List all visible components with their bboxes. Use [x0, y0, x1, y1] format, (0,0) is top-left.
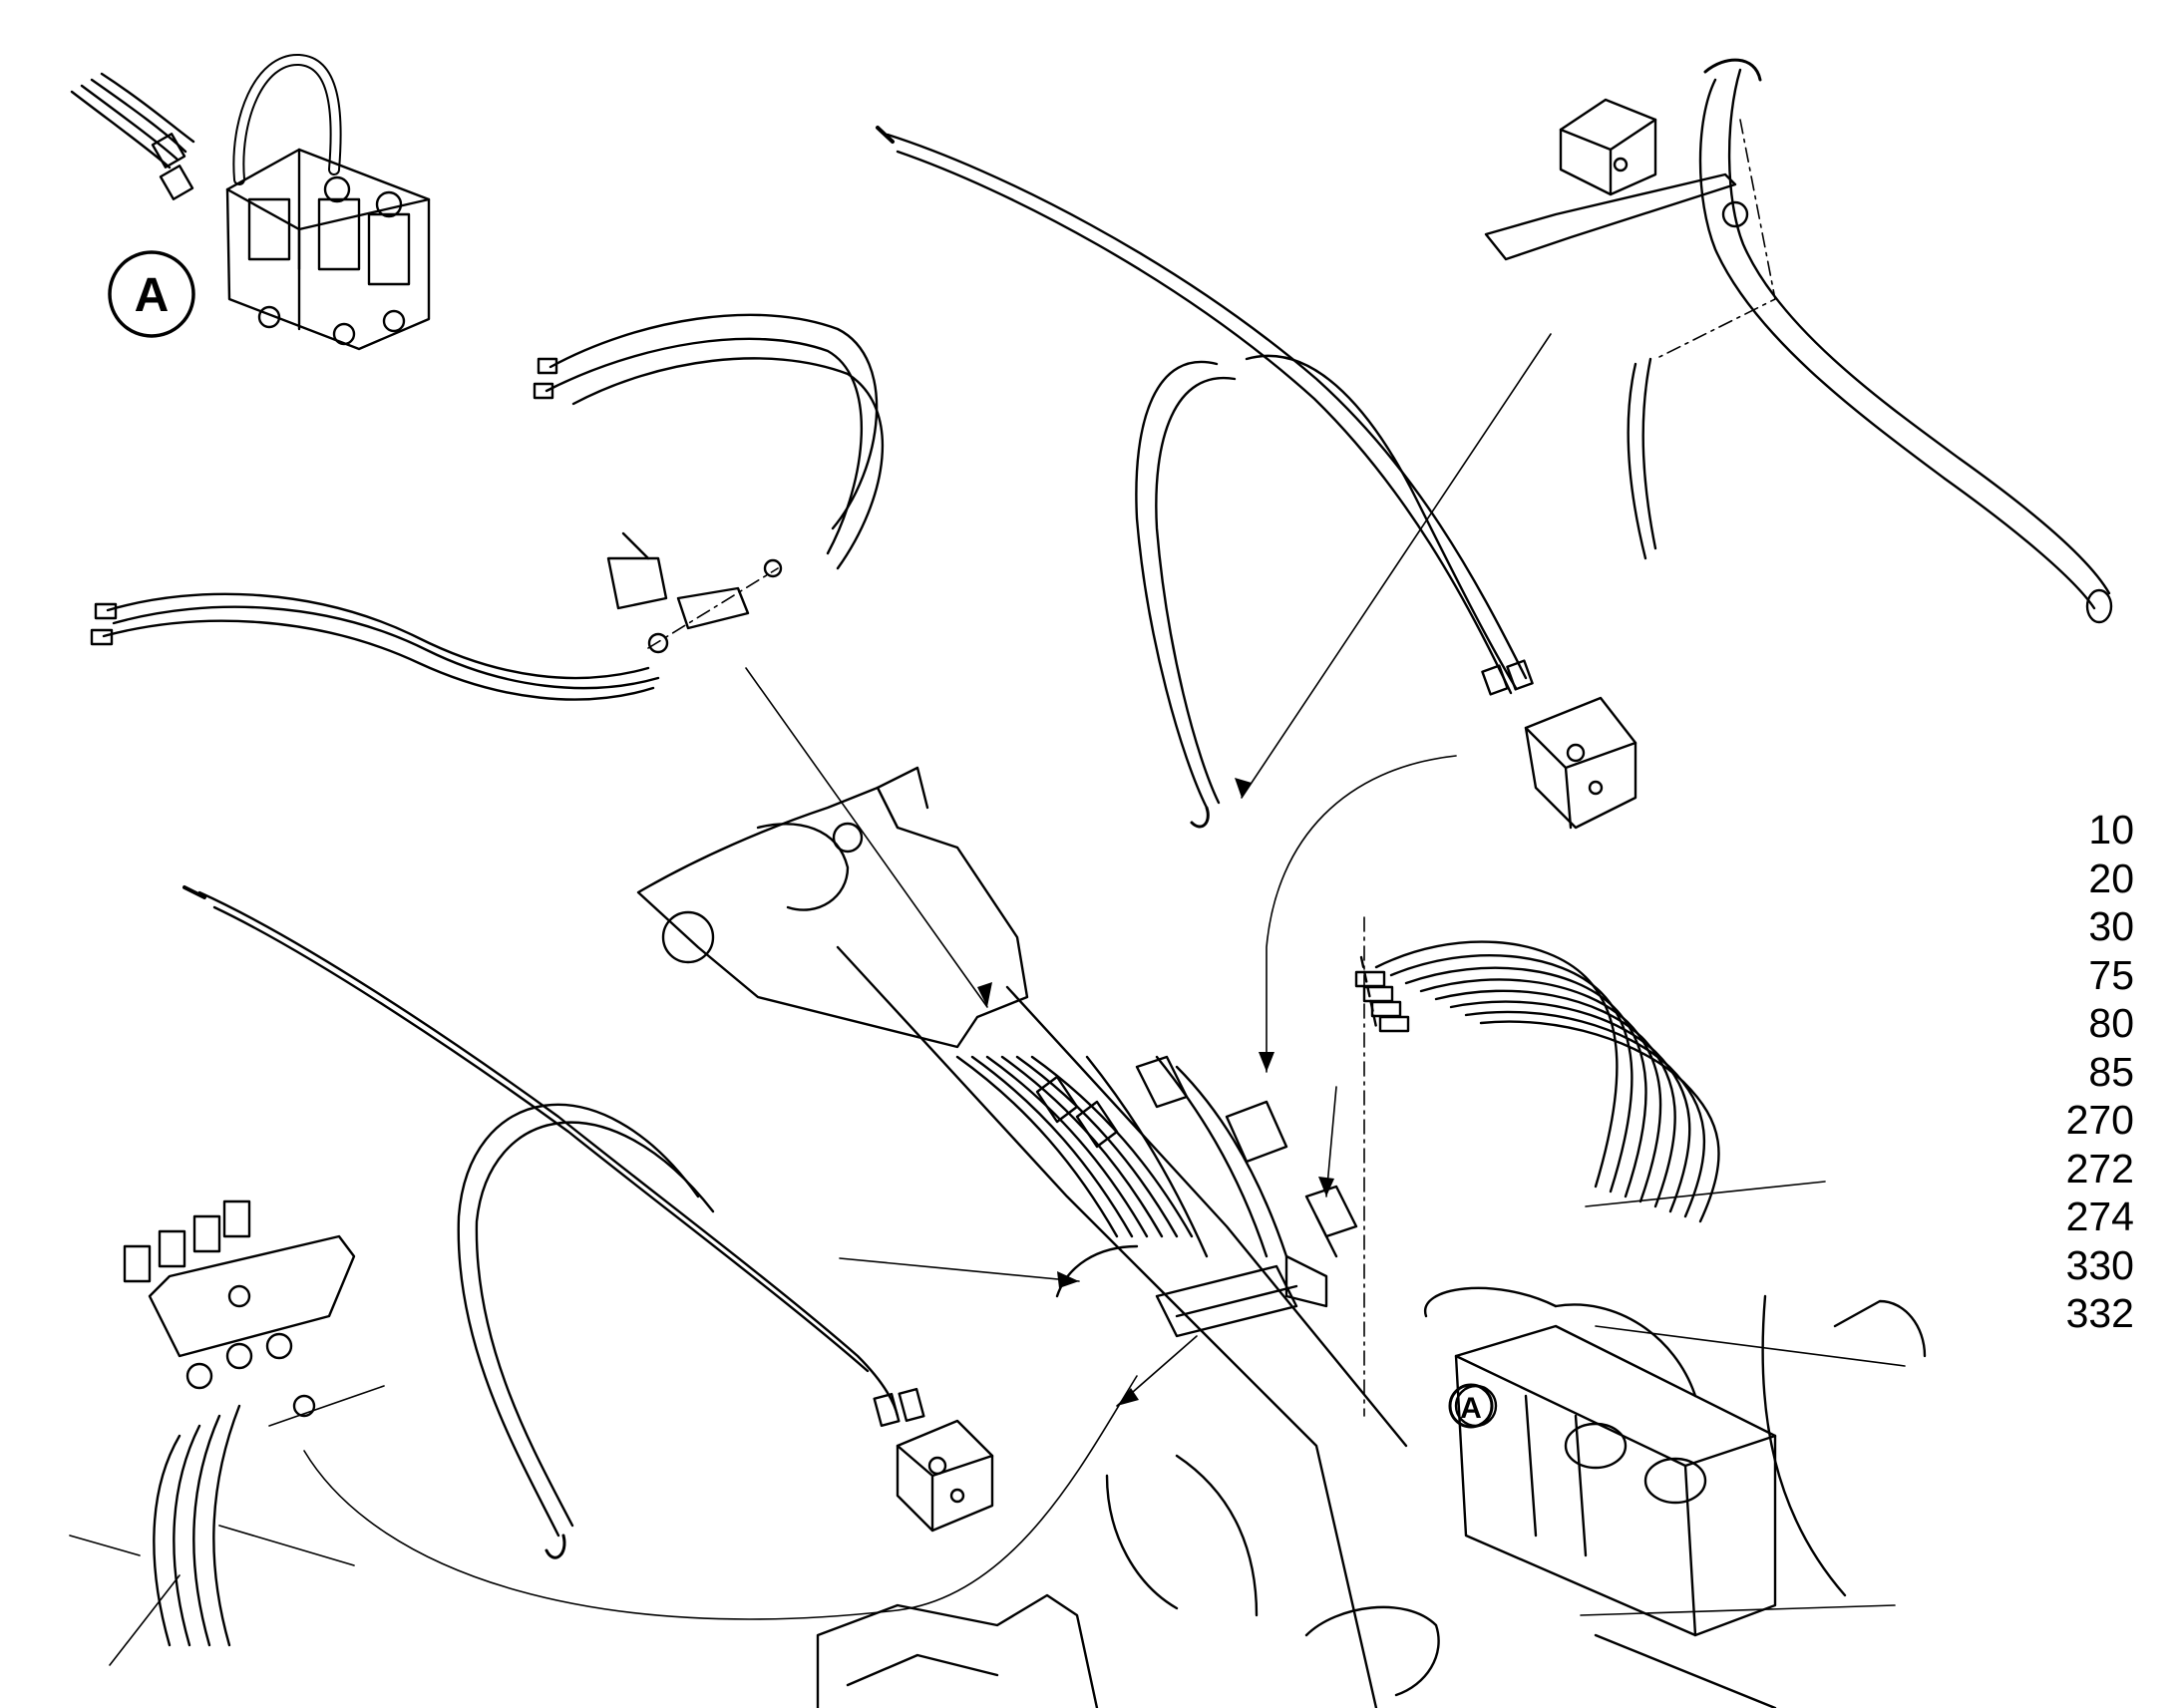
hose-left-long [182, 885, 994, 1559]
boom-hose-bundle [955, 1055, 1358, 1338]
right-hose-bundle-8 [1354, 916, 1720, 1417]
detail-a-valve-assembly [70, 54, 431, 351]
hose-pair-upper-left [90, 313, 988, 1008]
part-number: 272 [2065, 1145, 2134, 1192]
right-frame-valve-block [1424, 1181, 1927, 1637]
bottom-left-fitting-bracket [69, 1199, 1138, 1666]
detail-a-callout-circle [108, 250, 195, 338]
boom-structure [636, 766, 1408, 1708]
hose-pair-top-center [876, 126, 1637, 830]
lower-chassis [816, 1454, 1777, 1708]
part-number: 85 [2088, 1048, 2134, 1095]
top-right-bracket-assembly [1241, 58, 2113, 799]
part-number-list: 10 20 30 75 80 85 270 272 274 330 332 [1995, 806, 2134, 1338]
part-number: 20 [2088, 854, 2134, 901]
leader-arrows [839, 755, 1457, 1407]
part-number: 332 [2065, 1290, 2134, 1336]
part-number: 330 [2065, 1241, 2134, 1288]
part-number: 270 [2065, 1097, 2134, 1143]
part-number: 10 [2088, 807, 2134, 853]
detail-a-inset-letter: A [1460, 1392, 1482, 1425]
detail-a-callout-letter: A [135, 269, 170, 322]
part-number: 274 [2065, 1194, 2134, 1239]
part-number: 30 [2088, 903, 2134, 949]
detail-a-inset-callout-circle [1448, 1383, 1494, 1429]
part-number: 75 [2088, 951, 2134, 998]
part-number: 80 [2088, 1000, 2134, 1046]
